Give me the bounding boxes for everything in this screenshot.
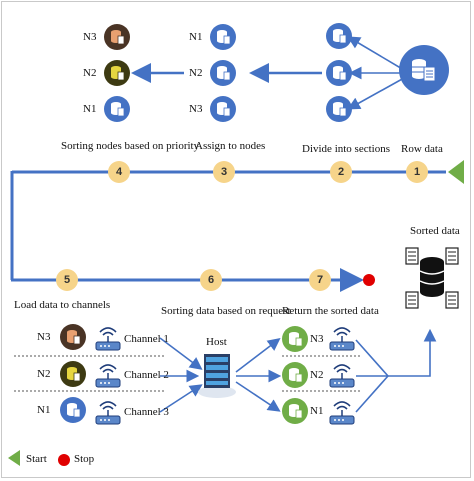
database-icon [333, 102, 346, 117]
stop-marker [363, 274, 375, 286]
priority-node-n1 [104, 96, 130, 122]
assign-node-1 [210, 24, 236, 50]
load-label-1: N3 [37, 331, 51, 343]
database-icon [333, 66, 346, 81]
step-3-badge: 3 [213, 161, 235, 183]
return-to-sorted [388, 328, 437, 377]
database-icon [289, 404, 302, 419]
priority-node-n3 [104, 24, 130, 50]
start-marker [448, 160, 464, 184]
return-node-1 [282, 326, 308, 352]
channel-1-to-host [159, 337, 203, 370]
router-icon [328, 359, 356, 394]
router-icon [328, 396, 356, 431]
step-3-label: Assign to nodes [195, 140, 266, 152]
assign-node-3 [210, 96, 236, 122]
channel-3-to-host [159, 384, 203, 413]
assign-label-2: N2 [189, 67, 203, 79]
assign-node-2 [210, 60, 236, 86]
legend-start-icon [8, 450, 20, 466]
channel-2-label: Channel 2 [124, 369, 169, 381]
database-icon [67, 330, 80, 345]
sorted-data-label: Sorted data [410, 225, 460, 237]
step-5-badge: 5 [56, 269, 78, 291]
router-icon [94, 322, 122, 357]
legend-start-label: Start [26, 453, 47, 465]
database-icon [217, 66, 230, 81]
database-icon [111, 30, 124, 45]
step-6-label: Sorting data based on request [161, 305, 291, 317]
host-label: Host [206, 336, 227, 348]
return-merge-1 [355, 339, 389, 377]
priority-label-3: N1 [83, 103, 97, 115]
priority-label-1: N3 [83, 31, 97, 43]
channel-3-label: Channel 3 [124, 406, 169, 418]
server-icon [196, 350, 238, 405]
router-icon [94, 359, 122, 394]
assign-label-1: N1 [189, 31, 203, 43]
section-node-2 [326, 60, 352, 86]
router-icon [328, 322, 356, 357]
legend-stop-label: Stop [74, 453, 95, 465]
load-node-n3 [60, 324, 86, 350]
return-label-1: N3 [310, 333, 324, 345]
load-label-3: N1 [37, 404, 51, 416]
section-node-1 [326, 23, 352, 49]
raw-data-icon [399, 45, 449, 95]
step-6-badge: 6 [200, 269, 222, 291]
raw-to-section-3 [347, 77, 405, 110]
step-7-label: Return the sorted data [282, 305, 379, 317]
step-1-label: Row data [401, 143, 443, 155]
step-7-badge: 7 [309, 269, 331, 291]
host-to-return-3 [235, 381, 281, 412]
priority-node-n2 [104, 60, 130, 86]
database-icon [289, 332, 302, 347]
database-icon [67, 367, 80, 382]
load-label-2: N2 [37, 368, 51, 380]
return-node-2 [282, 362, 308, 388]
load-node-n2 [60, 361, 86, 387]
step-1-badge: 1 [406, 161, 428, 183]
database-icon [333, 29, 346, 44]
database-icon [111, 66, 124, 81]
return-node-3 [282, 398, 308, 424]
database-icon [217, 102, 230, 117]
host-to-return-1 [235, 338, 281, 373]
router-icon [94, 396, 122, 431]
return-merge-3 [355, 375, 389, 413]
load-node-n1 [60, 397, 86, 423]
database-icon [217, 30, 230, 45]
step-2-badge: 2 [330, 161, 352, 183]
database-icon [289, 368, 302, 383]
channel-1-label: Channel 1 [124, 333, 169, 345]
step-5-label: Load data to channels [14, 299, 111, 311]
step-4-badge: 4 [108, 161, 130, 183]
step-2-label: Divide into sections [302, 143, 390, 155]
return-label-3: N1 [310, 405, 324, 417]
legend-stop-icon [58, 454, 70, 466]
assign-label-3: N3 [189, 103, 203, 115]
section-node-3 [326, 96, 352, 122]
sorted-data-icon [404, 240, 460, 320]
database-icon [111, 102, 124, 117]
raw-to-section-1 [347, 36, 405, 71]
step-4-label: Sorting nodes based on priority [61, 140, 200, 152]
return-label-2: N2 [310, 369, 324, 381]
database-icon [67, 403, 80, 418]
priority-label-2: N2 [83, 67, 97, 79]
